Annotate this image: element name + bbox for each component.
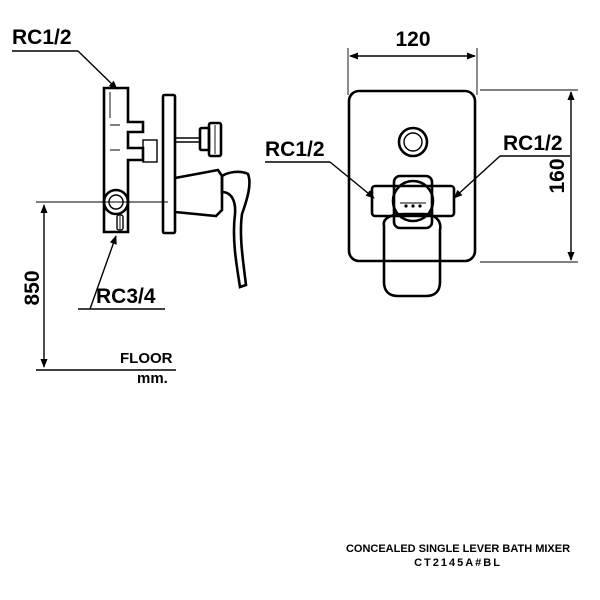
right-port-label: RC1/2 <box>503 132 563 155</box>
mixer-cartridge <box>370 174 456 230</box>
inlet-leader-arrow <box>77 50 118 90</box>
valve-body <box>102 86 158 234</box>
side-outlet-label: RC3/4 <box>96 285 156 308</box>
left-port-label: RC1/2 <box>265 138 325 161</box>
front-height-dimension-label: 160 <box>546 158 569 193</box>
right-port-leader-arrow <box>453 155 501 199</box>
outlet-leader-arrow <box>89 235 117 310</box>
wall-plate <box>161 93 177 235</box>
diverter-knob-front <box>397 126 429 158</box>
height-dimension-label: 850 <box>21 270 44 305</box>
cover-plate <box>347 89 477 263</box>
diverter-knob <box>175 121 223 158</box>
width-dimension-label: 120 <box>395 28 430 51</box>
floor-label: FLOOR <box>120 350 173 367</box>
side-inlet-label: RC1/2 <box>12 26 72 49</box>
unit-label: mm. <box>137 370 168 387</box>
model-code: CT2145A#BL <box>414 557 502 569</box>
lever-handle <box>220 170 251 289</box>
left-port-leader-arrow <box>329 161 375 199</box>
side-view <box>12 50 251 371</box>
front-view <box>265 48 578 298</box>
product-name: CONCEALED SINGLE LEVER BATH MIXER <box>346 543 570 555</box>
spout <box>174 168 224 218</box>
